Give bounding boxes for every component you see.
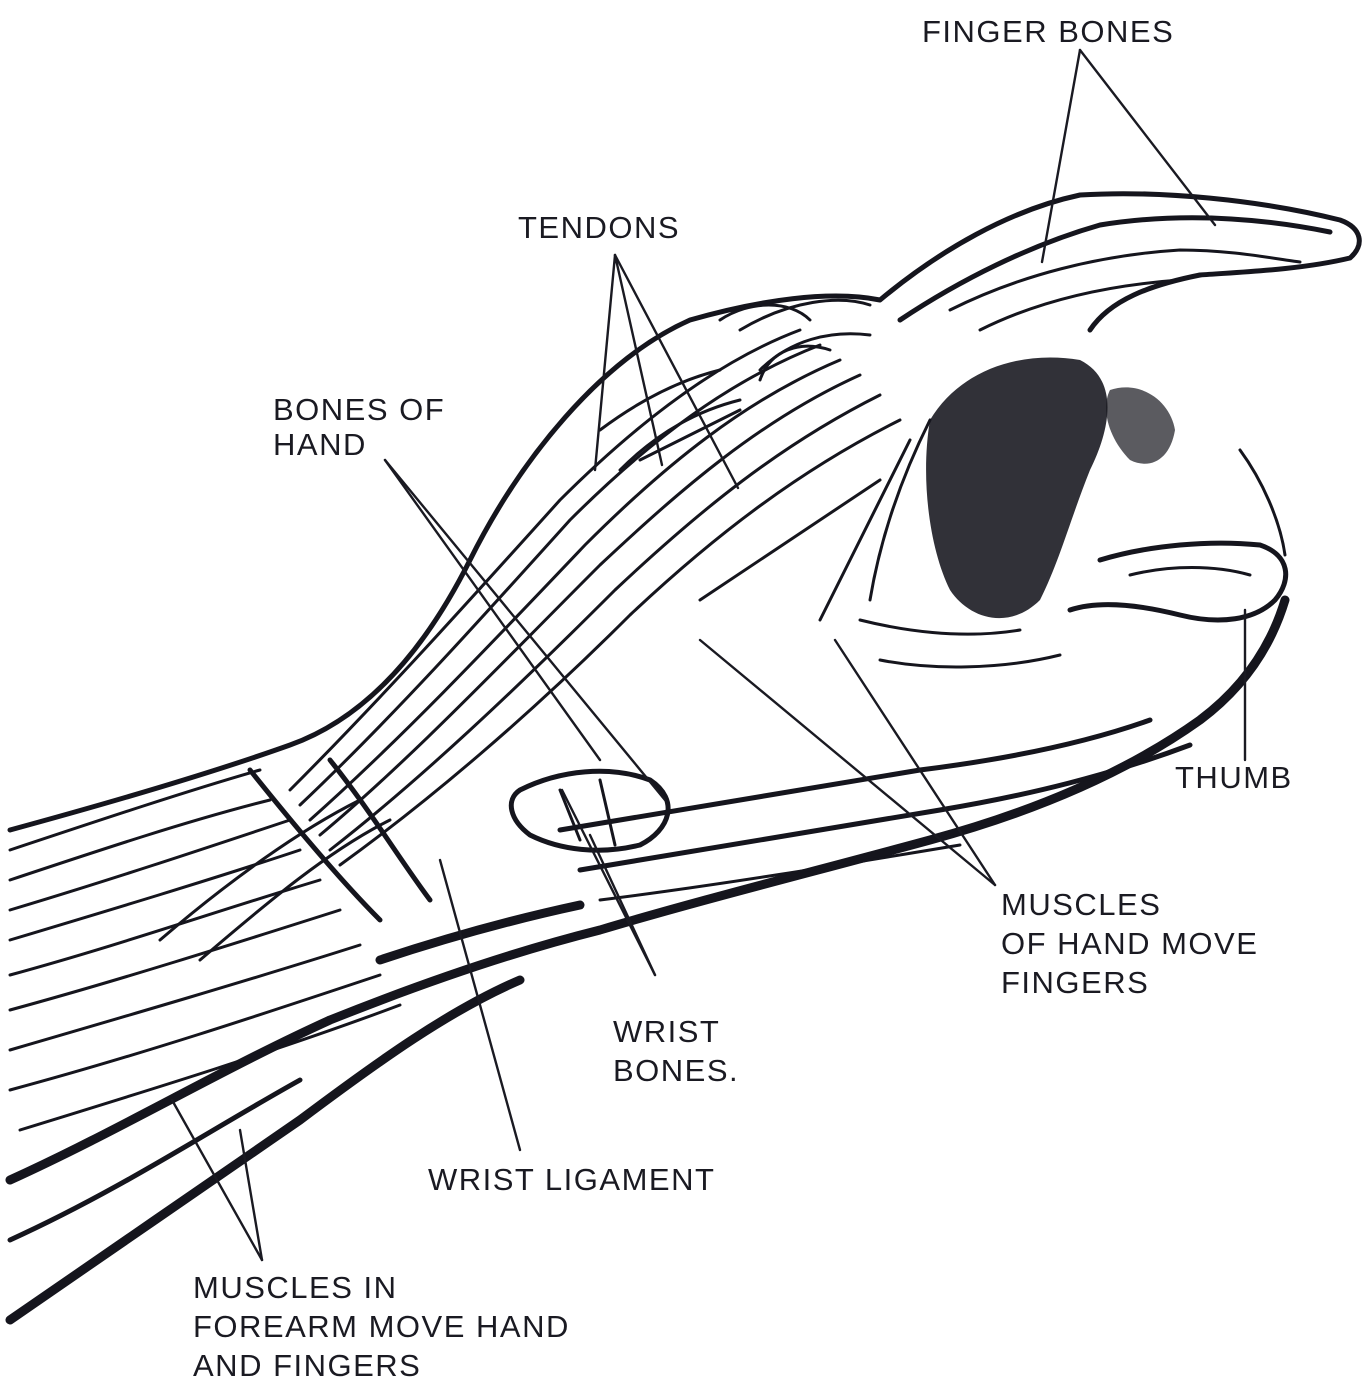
wrist-bones-shape <box>511 771 668 850</box>
forearm-muscle-lines <box>10 770 400 1130</box>
label-wrist-bones-line1: WRIST <box>613 1014 720 1049</box>
label-muscles-of-hand-line2: OF HAND MOVE <box>1001 926 1258 961</box>
label-bones-of-hand-line1: BONES OF <box>273 392 445 427</box>
label-muscles-in-forearm-line1: MUSCLES IN <box>193 1270 397 1305</box>
label-wrist-bones-line2: BONES. <box>613 1053 739 1088</box>
label-bones-of-hand-line2: HAND <box>273 427 367 462</box>
label-wrist-ligament: WRIST LIGAMENT <box>428 1162 715 1197</box>
label-muscles-in-forearm-line3: AND FINGERS <box>193 1348 421 1383</box>
hand-illustration <box>10 194 1359 1320</box>
label-thumb: THUMB <box>1175 760 1293 795</box>
label-finger-bones: FINGER BONES <box>922 14 1174 49</box>
label-tendons: TENDONS <box>518 210 680 245</box>
label-muscles-in-forearm-line2: FOREARM MOVE HAND <box>193 1309 570 1344</box>
label-muscles-of-hand-line1: MUSCLES <box>1001 887 1161 922</box>
label-muscles-of-hand-line3: FINGERS <box>1001 965 1149 1000</box>
